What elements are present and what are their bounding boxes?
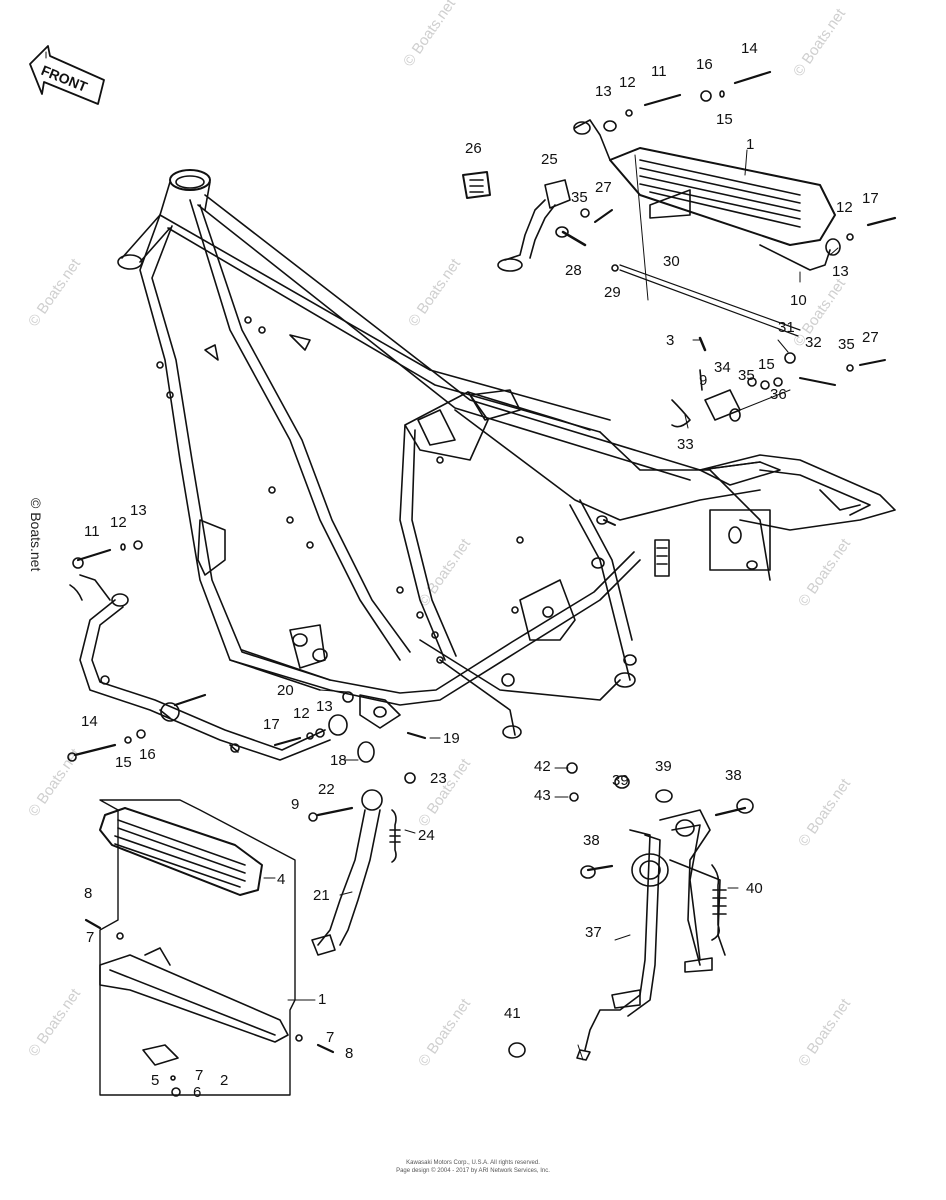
callout-24: 24 [418, 827, 435, 844]
front-footrest-box [84, 799, 335, 1097]
callout-2: 2 [220, 1072, 229, 1089]
callout-7: 7 [86, 929, 95, 946]
callout-5: 5 [151, 1072, 160, 1089]
callout-6: 6 [193, 1084, 202, 1101]
callout-11: 11 [84, 523, 100, 540]
front-arrow-icon [29, 45, 105, 105]
callout-16: 16 [139, 746, 156, 763]
callout-15: 15 [758, 356, 775, 373]
callout-25: 25 [541, 151, 558, 168]
callout-27: 27 [862, 329, 879, 346]
callout-20: 20 [277, 682, 294, 699]
callout-13: 13 [832, 263, 849, 280]
callout-41: 41 [504, 1005, 521, 1022]
side-watermark: © Boats.net [28, 498, 44, 572]
callout-35: 35 [571, 189, 588, 206]
callout-31: 31 [778, 319, 795, 336]
callout-4: 4 [277, 871, 286, 888]
callout-39: 39 [655, 758, 672, 775]
callout-40: 40 [746, 880, 763, 897]
callout-27: 27 [595, 179, 612, 196]
callout-3: 3 [666, 332, 675, 349]
footer-line-1: Kawasaki Motors Corp., U.S.A. All rights… [406, 1160, 540, 1166]
callout-23: 23 [430, 770, 447, 787]
callout-12: 12 [110, 514, 127, 531]
callout-11: 11 [651, 63, 667, 80]
callout-21: 21 [313, 887, 330, 904]
callout-7: 7 [326, 1029, 335, 1046]
footer-line-2: Page design © 2004 - 2017 by ARI Network… [396, 1168, 550, 1174]
callout-14: 14 [741, 40, 758, 57]
callout-15: 15 [115, 754, 132, 771]
footrest-bar-left [67, 540, 348, 762]
callout-1: 1 [318, 991, 327, 1008]
side-stand [308, 691, 427, 956]
callout-22: 22 [318, 781, 335, 798]
callout-30: 30 [663, 253, 680, 270]
callout-16: 16 [696, 56, 713, 73]
callout-35: 35 [738, 367, 755, 384]
callout-37: 37 [585, 924, 602, 941]
callout-38: 38 [583, 832, 600, 849]
callout-13: 13 [316, 698, 333, 715]
callout-19: 19 [443, 730, 460, 747]
callout-12: 12 [836, 199, 853, 216]
callout-15: 15 [716, 111, 733, 128]
callout-14: 14 [81, 713, 98, 730]
rear-footrest-assy [462, 70, 897, 569]
callout-8: 8 [345, 1045, 354, 1062]
callout-18: 18 [330, 752, 347, 769]
callout-13: 13 [130, 502, 147, 519]
callout-10: 10 [790, 292, 807, 309]
leader-lines [263, 149, 839, 1001]
callout-17: 17 [263, 716, 280, 733]
callout-9: 9 [291, 796, 300, 813]
callout-39: 39 [612, 772, 629, 789]
callout-29: 29 [604, 284, 621, 301]
callout-8: 8 [84, 885, 93, 902]
callout-36: 36 [770, 386, 787, 403]
frame [117, 169, 896, 739]
callout-17: 17 [862, 190, 879, 207]
callout-7: 7 [195, 1067, 204, 1084]
callout-28: 28 [565, 262, 582, 279]
callout-35: 35 [838, 336, 855, 353]
callout-43: 43 [534, 787, 551, 804]
callout-42: 42 [534, 758, 551, 775]
callout-33: 33 [677, 436, 694, 453]
callout-12: 12 [619, 74, 636, 91]
callout-9: 9 [699, 372, 708, 389]
callout-38: 38 [725, 767, 742, 784]
callout-13: 13 [595, 83, 612, 100]
callout-1: 1 [746, 136, 755, 153]
callout-34: 34 [714, 359, 731, 376]
callout-12: 12 [293, 705, 310, 722]
center-stand [508, 762, 754, 1061]
callout-26: 26 [465, 140, 482, 157]
callout-32: 32 [805, 334, 822, 351]
